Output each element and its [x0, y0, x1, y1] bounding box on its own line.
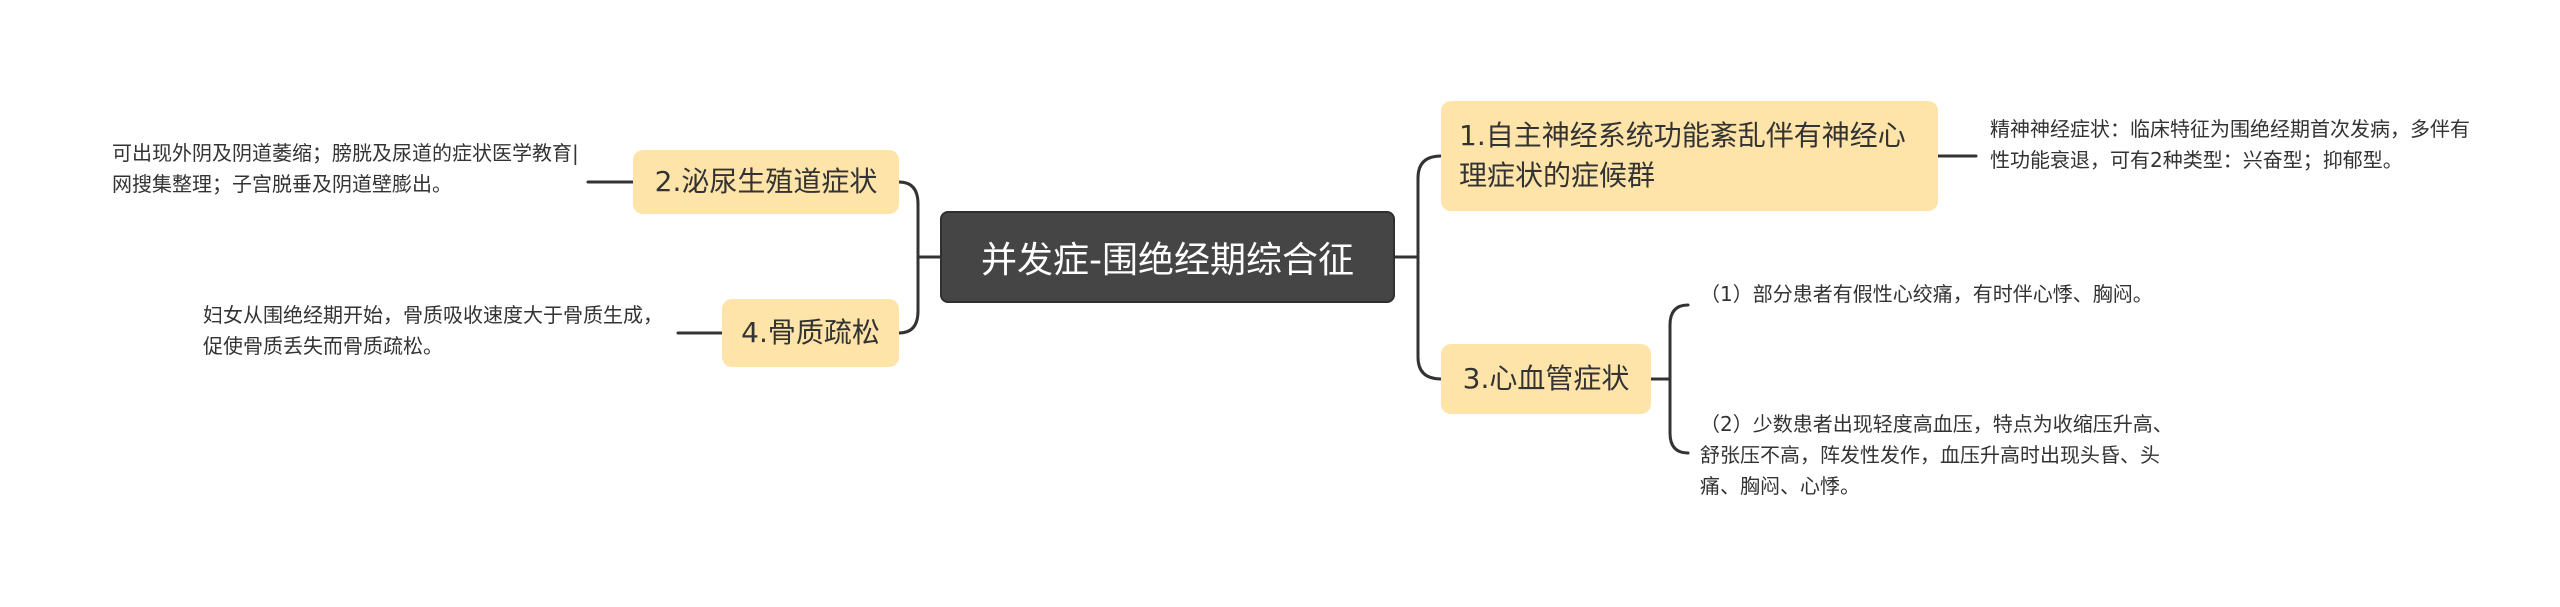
leaf-urogenital-detail[interactable]: 可出现外阴及阴道萎缩；膀胱及尿道的症状医学教育|网搜集整理；子宫脱垂及阴道壁膨出… — [112, 141, 579, 196]
branch-autonomic-nervous[interactable]: 1.自主神经系统功能紊乱伴有神经心理症状的症候群 — [1441, 101, 1938, 211]
edge-root-branch2 — [897, 180, 942, 259]
leaf-pseudo-angina[interactable]: （1）部分患者有假性心绞痛，有时伴心悸、胸闷。 — [1700, 282, 2153, 306]
branch-osteoporosis[interactable]: 4.骨质疏松 — [722, 299, 899, 367]
leaf-bone-loss[interactable]: 妇女从围绝经期开始，骨质吸收速度大于骨质生成，促使骨质丢失而骨质疏松。 — [203, 303, 663, 358]
root-topic[interactable]: 并发症-围绝经期综合征 — [940, 211, 1395, 303]
edge-root-branch1 — [1393, 154, 1443, 259]
branch-label: 1.自主神经系统功能紊乱伴有神经心理症状的症候群 — [1459, 119, 1906, 192]
edge-root-branch4 — [897, 255, 942, 335]
leaf-neuropsychiatric[interactable]: 精神神经症状：临床特征为围绝经期首次发病，多伴有性功能衰退，可有2种类型：兴奋型… — [1990, 117, 2470, 172]
branch-urogenital[interactable]: 2.泌尿生殖道症状 — [633, 150, 899, 214]
leaf-hypertension[interactable]: （2）少数患者出现轻度高血压，特点为收缩压升高、舒张压不高，阵发性发作，血压升高… — [1700, 412, 2173, 498]
branch-label: 2.泌尿生殖道症状 — [654, 165, 878, 198]
branch-label: 3.心血管症状 — [1462, 362, 1630, 395]
edge-branch3-leaf1 — [1649, 303, 1690, 381]
edge-root-branch3 — [1393, 255, 1443, 381]
edge-branch3-leaf2 — [1649, 377, 1690, 455]
branch-cardiovascular[interactable]: 3.心血管症状 — [1441, 344, 1651, 414]
branch-label: 4.骨质疏松 — [741, 316, 880, 349]
